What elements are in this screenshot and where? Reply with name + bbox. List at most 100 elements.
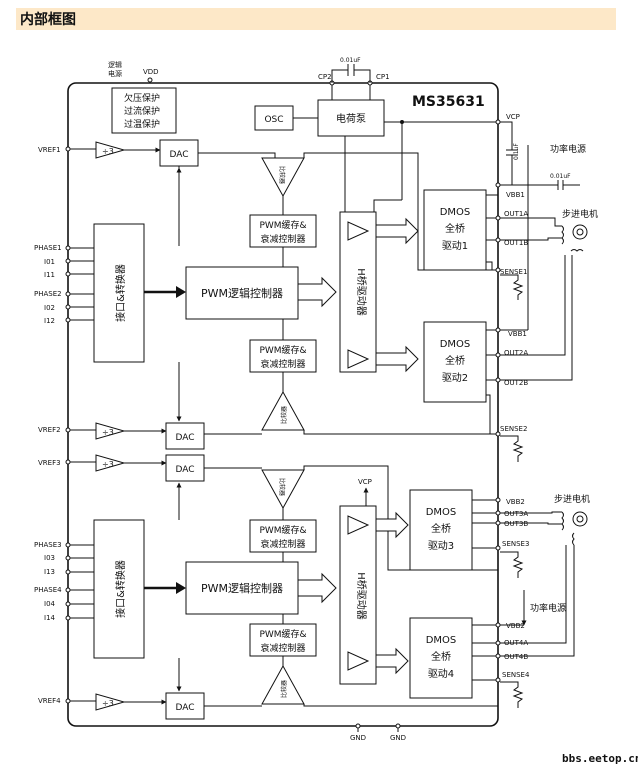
- watermark: bbs.eetop.cn: [562, 752, 638, 765]
- pwm-buffer-2: PWM缓存& 衰减控制器: [249, 339, 317, 373]
- svg-text:I03: I03: [44, 554, 55, 562]
- interface-converter-1: 接口&转换器: [93, 223, 145, 363]
- dmos-driver-2: DMOS 全桥 驱动2: [423, 321, 487, 403]
- svg-text:电荷泵: 电荷泵: [336, 112, 366, 125]
- svg-text:接口&转换器: 接口&转换器: [114, 560, 127, 618]
- svg-text:VREF4: VREF4: [38, 697, 61, 705]
- svg-text:DAC: DAC: [175, 703, 194, 713]
- dac-2: DAC: [165, 422, 205, 450]
- vdd-label: VDD: [143, 68, 159, 76]
- svg-text:衰减控制器: 衰减控制器: [260, 642, 305, 654]
- stepper-motor-label-1: 步进电机: [562, 208, 598, 220]
- divider-1: ÷3: [95, 141, 126, 159]
- svg-text:÷3: ÷3: [102, 147, 114, 156]
- chip-outline: [67, 82, 499, 727]
- svg-text:PWM逻辑控制器: PWM逻辑控制器: [201, 581, 283, 595]
- svg-text:VBB1: VBB1: [508, 330, 527, 338]
- svg-text:驱动2: 驱动2: [442, 372, 468, 384]
- svg-text:VBB1: VBB1: [506, 191, 525, 199]
- svg-text:÷3: ÷3: [102, 460, 114, 469]
- protection-uv: 欠压保护: [124, 92, 160, 104]
- svg-text:SENSE2: SENSE2: [500, 425, 527, 433]
- svg-text:÷3: ÷3: [102, 428, 114, 437]
- svg-text:I01: I01: [44, 258, 55, 266]
- svg-text:I02: I02: [44, 304, 55, 312]
- cp2-label: CP2: [318, 73, 332, 81]
- svg-text:PHASE1: PHASE1: [34, 244, 62, 252]
- divider-4: ÷3: [95, 693, 126, 711]
- pin-gnd-1: GND: [350, 734, 366, 742]
- dac-1: DAC: [159, 139, 199, 167]
- svg-text:DMOS: DMOS: [440, 207, 471, 218]
- svg-text:衰减控制器: 衰减控制器: [260, 358, 305, 370]
- svg-text:PWM逻辑控制器: PWM逻辑控制器: [201, 286, 283, 300]
- svg-text:OUT2B: OUT2B: [504, 379, 528, 387]
- svg-text:OUT1B: OUT1B: [504, 239, 528, 247]
- left-pins-group-2: VREF3 PHASE3 I03 I13 PHASE4 I04 I14 VREF…: [34, 459, 62, 705]
- protection-ot: 过温保护: [124, 118, 160, 130]
- svg-text:比较器: 比较器: [280, 406, 288, 424]
- protection-oc: 过流保护: [124, 105, 160, 117]
- comparator-2: 比较器: [261, 390, 305, 431]
- svg-text:衰减控制器: 衰减控制器: [260, 538, 305, 550]
- svg-text:PHASE3: PHASE3: [34, 541, 62, 549]
- svg-text:PWM缓存&: PWM缓存&: [259, 219, 306, 231]
- vcp-cap-value: 0.1uF: [513, 143, 520, 160]
- svg-text:I13: I13: [44, 568, 55, 576]
- section-title: 内部框图: [20, 12, 76, 28]
- svg-text:DAC: DAC: [169, 150, 188, 160]
- svg-text:OUT1A: OUT1A: [504, 210, 528, 218]
- svg-text:DAC: DAC: [175, 433, 194, 443]
- svg-text:DMOS: DMOS: [426, 507, 457, 518]
- svg-text:I11: I11: [44, 271, 55, 279]
- divider-2: ÷3: [95, 422, 126, 440]
- left-pins-group-1: VREF1 PHASE1 I01 I11 PHASE2 I02 I12 VREF…: [34, 146, 62, 434]
- svg-text:I04: I04: [44, 600, 56, 608]
- h-bridge-driver-1: H桥驱动器: [339, 211, 377, 373]
- svg-text:I12: I12: [44, 317, 55, 325]
- pwm-logic-2: PWM逻辑控制器: [185, 561, 299, 615]
- svg-text:PHASE2: PHASE2: [34, 290, 62, 298]
- svg-text:PWM缓存&: PWM缓存&: [259, 628, 306, 640]
- svg-text:驱动3: 驱动3: [428, 540, 454, 552]
- svg-text:接口&转换器: 接口&转换器: [114, 264, 127, 322]
- pin-vcp: VCP: [506, 113, 520, 121]
- logic-supply-label-2: 电源: [108, 69, 122, 78]
- svg-text:PHASE4: PHASE4: [34, 586, 62, 594]
- svg-text:衰减控制器: 衰减控制器: [260, 233, 305, 245]
- vbb-cap-value: 0.01uF: [550, 173, 571, 180]
- svg-text:PWM缓存&: PWM缓存&: [259, 344, 306, 356]
- svg-text:OUT4A: OUT4A: [504, 639, 528, 647]
- svg-text:驱动1: 驱动1: [442, 240, 468, 252]
- svg-text:SENSE1: SENSE1: [500, 268, 527, 276]
- svg-text:全桥: 全桥: [431, 522, 451, 535]
- svg-text:VBB2: VBB2: [506, 622, 525, 630]
- vcp-local-label: VCP: [358, 478, 372, 486]
- divider-3: ÷3: [95, 454, 126, 472]
- svg-text:VREF2: VREF2: [38, 426, 61, 434]
- dmos-driver-4: DMOS 全桥 驱动4: [409, 617, 473, 699]
- svg-text:全桥: 全桥: [445, 222, 465, 235]
- cp-cap-value: 0.01uF: [340, 57, 361, 64]
- section-header: 内部框图: [16, 8, 616, 30]
- svg-text:驱动4: 驱动4: [428, 668, 454, 680]
- svg-text:PWM缓存&: PWM缓存&: [259, 524, 306, 536]
- svg-text:÷3: ÷3: [102, 699, 114, 708]
- svg-text:DAC: DAC: [175, 465, 194, 475]
- chip-name: MS35631: [412, 94, 485, 110]
- cp1-label: CP1: [376, 73, 390, 81]
- logic-supply-label-1: 逻辑: [108, 60, 122, 69]
- pwm-buffer-1: PWM缓存& 衰减控制器: [249, 214, 317, 248]
- pwm-logic-1: PWM逻辑控制器: [185, 266, 299, 320]
- dac-3: DAC: [165, 454, 205, 482]
- protection-block: 欠压保护 过流保护 过温保护: [111, 87, 177, 134]
- svg-text:OUT2A: OUT2A: [504, 349, 528, 357]
- pwm-buffer-3: PWM缓存& 衰减控制器: [249, 519, 317, 553]
- svg-text:SENSE3: SENSE3: [502, 540, 529, 548]
- svg-text:DMOS: DMOS: [440, 339, 471, 350]
- charge-pump-block: 电荷泵: [317, 99, 385, 137]
- comparator-3: 比较器: [261, 469, 305, 510]
- right-pins-group-2: VBB2 OUT3A OUT3B SENSE3 VBB2 OUT4A OUT4B…: [502, 498, 530, 679]
- svg-text:比较器: 比较器: [278, 478, 286, 496]
- svg-text:OUT3B: OUT3B: [504, 520, 528, 528]
